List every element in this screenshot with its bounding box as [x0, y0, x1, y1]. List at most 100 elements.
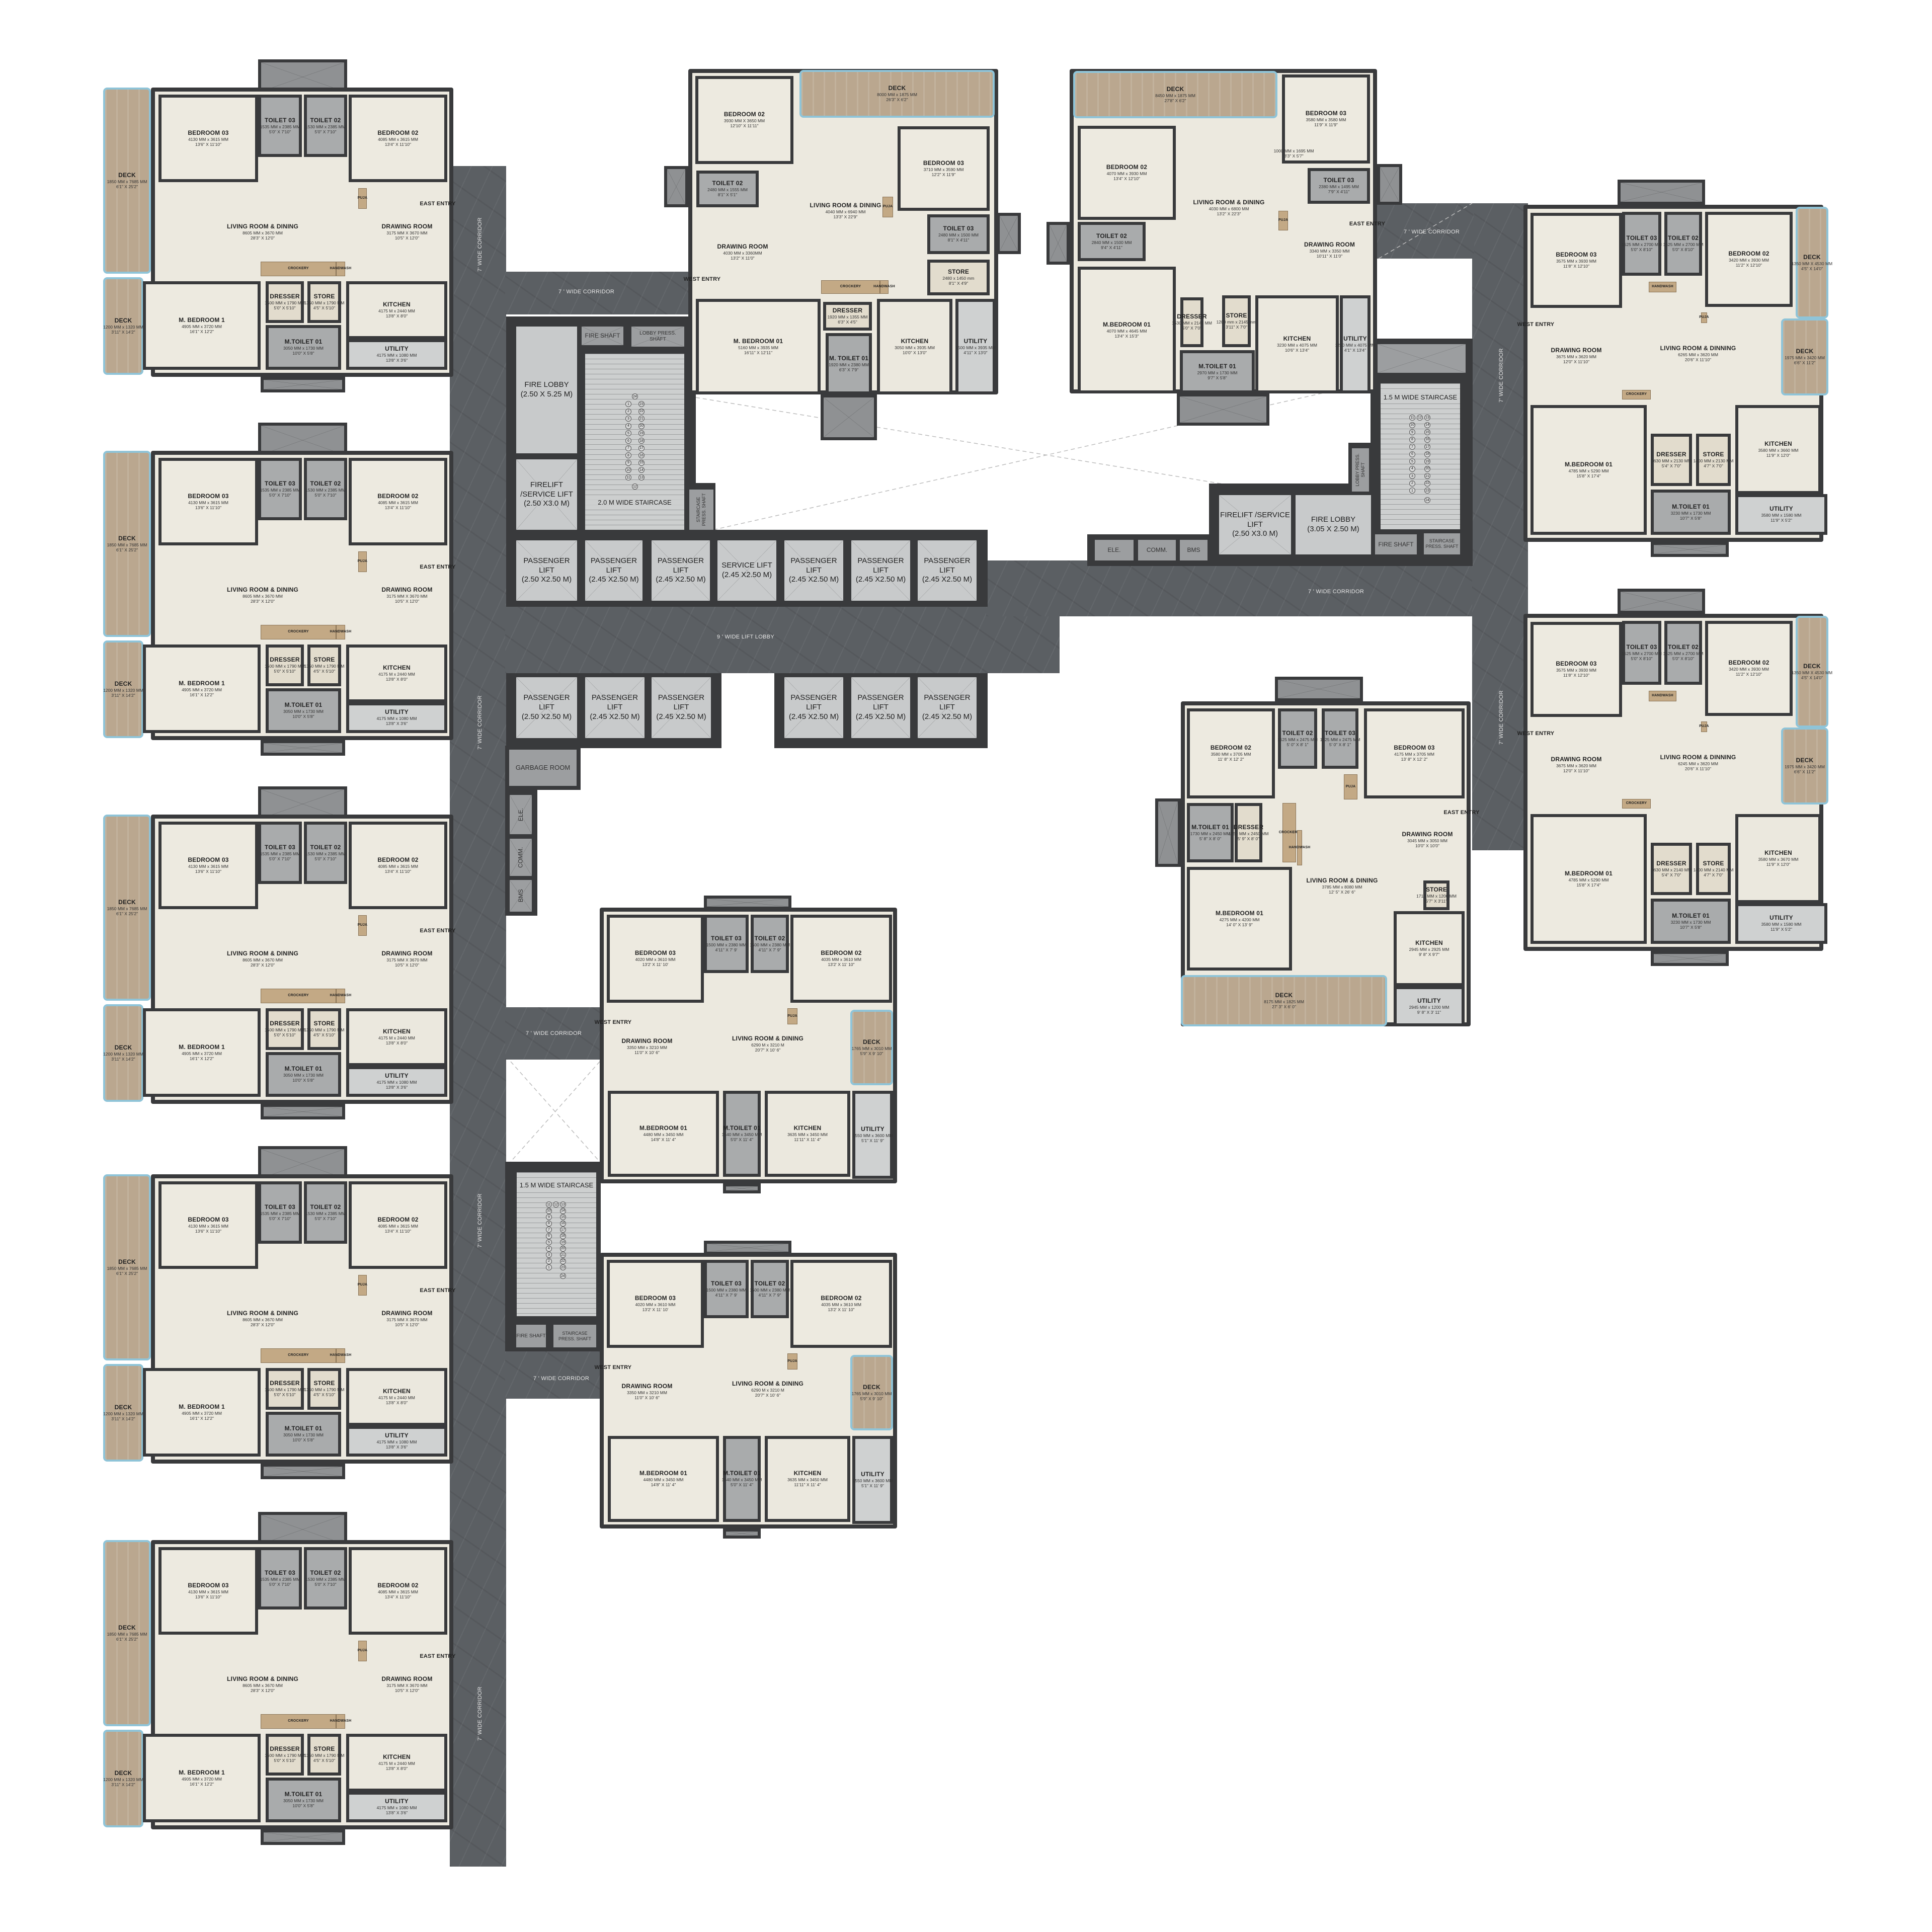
room-name: DECK — [114, 1403, 132, 1411]
corridor-lower-branch-2 — [505, 1351, 602, 1399]
room-size-imperial: 5'0" X 7'10" — [314, 1581, 337, 1587]
void-line — [510, 1061, 600, 1162]
room-size-metric: 4085 MM x 3615 MM — [378, 863, 418, 869]
room-name: M. BEDROOM 1 — [179, 1403, 225, 1410]
room-size-metric: 1765 MM x 3010 MM — [851, 1391, 892, 1396]
room-name: DECK — [114, 1043, 132, 1051]
room-size-metric: 4905 MM x 3720 MM — [182, 1776, 222, 1782]
room-name: BEDROOM 03 — [188, 856, 229, 863]
step-number: 9 — [546, 1214, 552, 1220]
room-size-imperial: 6'1" X 25'2" — [116, 911, 138, 916]
room-size-imperial: 13'2' X 11' 10" — [828, 1307, 855, 1313]
fire-shaft-label: FIRE SHAFT — [585, 332, 620, 340]
room-size-imperial: 5'0" X 5'10" — [274, 1758, 296, 1763]
step-number: 12 — [632, 484, 638, 490]
room-size-imperial: 16'1" X 12'2" — [189, 1415, 214, 1421]
room-size-imperial: 20'7" X 10' 6" — [755, 1392, 781, 1398]
room-size-metric: 6290 M x 3210 M — [751, 1042, 784, 1048]
room-size-metric: 4040 MM x 6940 MM — [825, 209, 866, 214]
utility-shaft — [1651, 951, 1729, 966]
corridor-lower-branch-1 — [505, 1007, 602, 1060]
room-size-metric: 1850 MM x 7685 MM — [107, 179, 147, 184]
room-size-imperial: 10'0" X 5'8" — [292, 351, 314, 356]
step-number: 23 — [560, 1264, 566, 1270]
room-size-imperial: 15'8" X 17'4" — [1576, 473, 1601, 478]
room-size-metric: 1850 MM x 7685 MM — [107, 542, 147, 547]
room-size-imperial: 12'0" X 11'10" — [1563, 359, 1590, 365]
room-size-metric: 6245 MM x 3620 MM — [1678, 761, 1718, 766]
room-size-imperial: 13'2" X 11'0" — [731, 256, 755, 261]
room-size-metric: 1540 MM x 3450 MM — [721, 1132, 762, 1138]
room-size-imperial: 12'0" X 11'10" — [1563, 768, 1590, 774]
step-number: 7 — [625, 445, 631, 451]
lobby-press-shaft: LOBBY PRESS. SHAFT — [631, 327, 684, 347]
room-name: CROCKERY — [1278, 830, 1300, 834]
room-size-metric: 3580 MM x 3660 MM — [1758, 448, 1799, 453]
room-size-imperial: 5'0" X 7'10" — [269, 1216, 291, 1221]
room-puja: PUJA — [882, 197, 893, 217]
room-size-metric: 1350 MM x 1790 MM — [304, 1753, 345, 1758]
room-name: WEST ENTRY — [1517, 321, 1555, 328]
room-size-metric: 1200 mm x 2145 mm — [1216, 319, 1257, 325]
room-puja: PUJA — [787, 1353, 797, 1370]
room-size-imperial: 27' 3" X 6' 0" — [1271, 1004, 1297, 1009]
room-name: HANDWASH — [330, 1353, 352, 1357]
room-crockery: CROCKERY — [261, 1714, 336, 1729]
fire-shaft-label: FIRE SHAFT — [516, 1333, 546, 1339]
room-size-imperial: 13'8" X 3'6" — [385, 721, 408, 727]
room-size-imperial: 4'5" X 14'0" — [1801, 266, 1823, 271]
step-number: 19 — [638, 430, 645, 437]
room-name: CROCKERY — [1626, 801, 1647, 806]
lift-label: PASSENGER LIFT — [523, 556, 570, 575]
lift-label: PASSENGER LIFT — [924, 693, 971, 712]
east-entry-label: EAST ENTRY — [420, 1646, 455, 1666]
room-size-metric: 3230 MM x 4075 MM — [1277, 343, 1317, 348]
room-size-metric: 3350 MM x 3210 MM — [627, 1045, 667, 1051]
room-size-imperial: 3'11" X 7'0" — [1226, 325, 1247, 330]
lift-size: (2.45 X2.50 M) — [656, 575, 706, 584]
room-name: DRESSER — [270, 293, 300, 300]
room-puja: PUJA — [358, 551, 367, 572]
room-size-metric: 1350 MM x 1790 MM — [304, 1387, 345, 1393]
staircase-press-shaft-label: STAIRCASE PRESS. SHAFT — [1425, 538, 1459, 549]
room-name: M.TOILET 01 — [284, 1425, 323, 1432]
room-name: EAST ENTRY — [1443, 810, 1480, 816]
room-size-imperial: 11'2" X 12'10" — [1735, 263, 1762, 268]
room-size-metric: 4175 MM x 1080 MM — [376, 1439, 417, 1445]
room-size-metric: 8605 MM x 3670 MM — [243, 230, 283, 236]
step-number: 6 — [1409, 451, 1415, 457]
room-size-metric: 3635 MM x 3450 MM — [787, 1477, 828, 1483]
room-name: HANDWASH — [330, 1719, 352, 1723]
step-number: 18 — [1424, 451, 1430, 457]
room-size-metric: 3420 MM x 3930 MM — [1729, 667, 1769, 672]
room-size-metric: 3050 MM x 1730 MM — [283, 709, 324, 714]
room-handwash: HANDWASH — [873, 280, 895, 294]
room-size-imperial: 9' 8" X 9'7" — [1419, 952, 1439, 957]
room-name: DECK — [118, 898, 136, 906]
room-size-metric: 4175 MM x 1080 MM — [376, 716, 417, 721]
room-name: DRESSER — [1656, 859, 1686, 867]
room-name: STORE — [313, 1745, 335, 1753]
step-number: 3 — [546, 1252, 552, 1258]
room-size-imperial: 16'1" X 12'2" — [189, 1781, 214, 1787]
room-name: UTILITY — [861, 1125, 884, 1133]
